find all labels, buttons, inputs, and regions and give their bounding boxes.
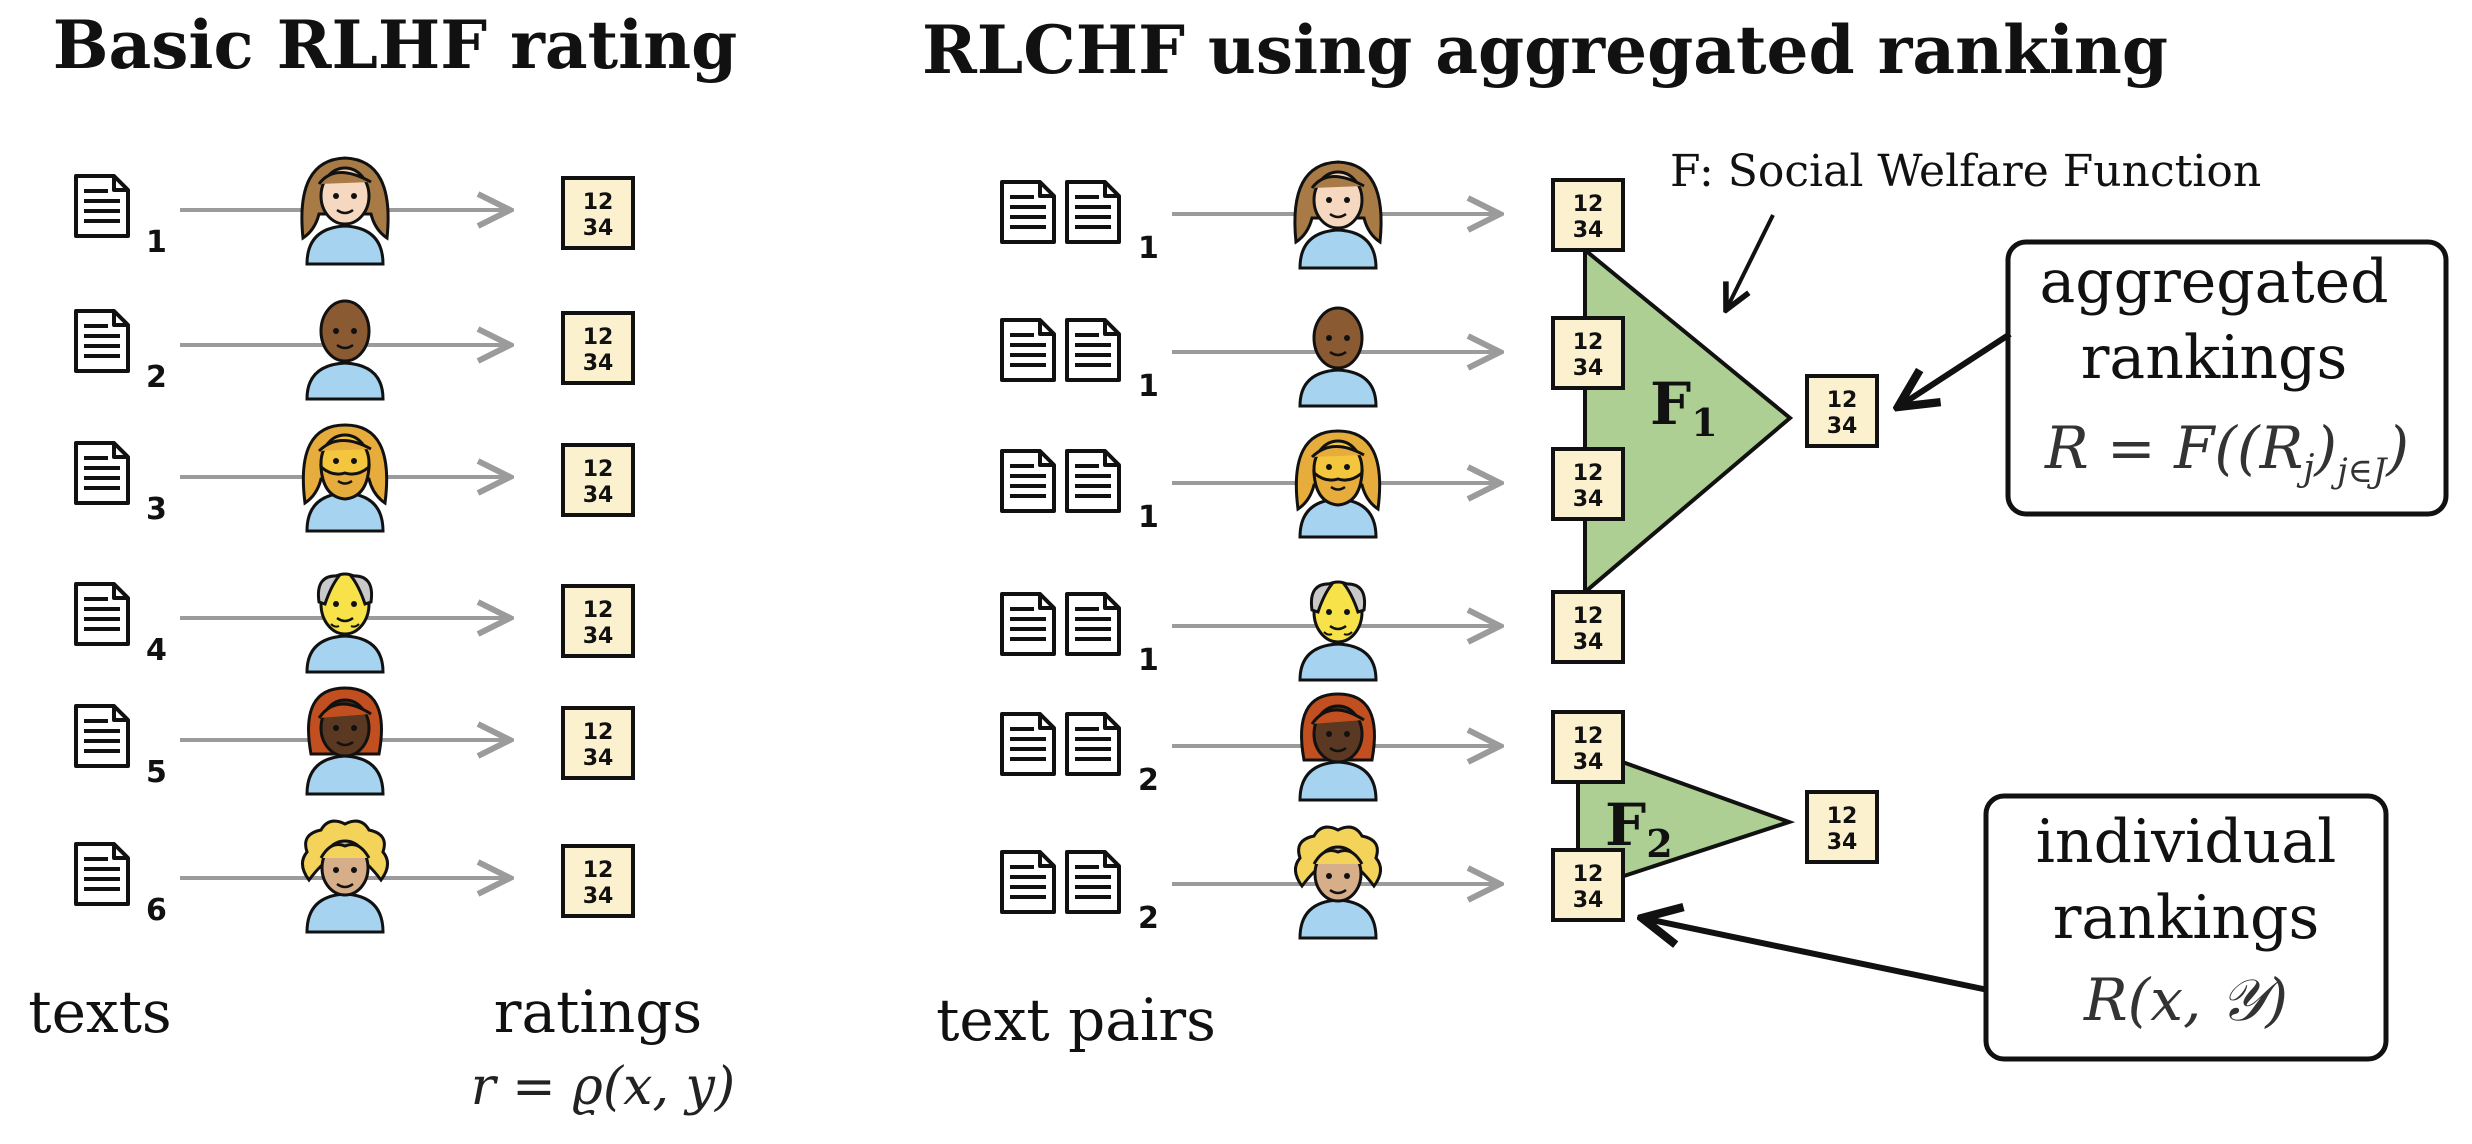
ranking-icon xyxy=(1551,710,1625,784)
person-icon xyxy=(305,686,385,796)
aggregated-rankings-box: aggregated rankings R = F((Rj)j∈J) xyxy=(2005,239,2449,517)
right-row: 2 xyxy=(1000,692,1625,802)
pair-index: 2 xyxy=(1138,901,1159,936)
right-title: RLCHF using aggregated ranking xyxy=(922,11,2168,89)
rating-icon xyxy=(561,584,635,658)
person-icon xyxy=(300,156,390,266)
individual-formula: R(x, 𝒴) xyxy=(2083,966,2288,1034)
text-index: 2 xyxy=(146,360,167,395)
aggregated-line1: aggregated xyxy=(2040,247,2389,317)
left-row: 1 xyxy=(74,156,635,266)
person-icon xyxy=(1298,580,1378,682)
pair-index: 1 xyxy=(1138,643,1159,678)
document-icon xyxy=(1065,850,1121,914)
document-icon xyxy=(1065,180,1121,244)
document-icon xyxy=(1000,318,1056,382)
text-pairs-caption: text pairs xyxy=(936,986,1216,1054)
function-pointer-arrow xyxy=(1726,214,1775,310)
document-icon xyxy=(1000,592,1056,656)
f1-triangle xyxy=(1583,245,1794,597)
f2-triangle xyxy=(1576,743,1796,894)
rating-icon xyxy=(561,176,635,250)
document-icon xyxy=(74,174,130,238)
aggregated-formula: R = F((Rj)j∈J) xyxy=(2044,414,2409,491)
left-row: 5 xyxy=(74,686,635,796)
pair-index: 2 xyxy=(1138,763,1159,798)
document-icon xyxy=(74,441,130,505)
f2-output-ranking xyxy=(1805,790,1879,864)
right-row: 1 xyxy=(1000,580,1625,682)
individual-line1: individual xyxy=(2036,807,2337,877)
ranking-icon xyxy=(1551,178,1625,252)
document-icon xyxy=(74,704,130,768)
person-icon xyxy=(305,299,385,401)
rating-icon xyxy=(561,311,635,385)
individual-rankings-box: individual rankings R(x, 𝒴) xyxy=(1983,793,2389,1062)
individual-pointer-arrow xyxy=(1642,918,1989,993)
person-icon xyxy=(1298,306,1378,408)
right-row: 1 xyxy=(1000,160,1625,270)
person-icon xyxy=(301,423,389,533)
aggregated-pointer-arrow xyxy=(1898,331,2012,407)
f2-label: F2 xyxy=(1605,791,1673,866)
ratings-formula: r = ϱ(x, y) xyxy=(471,1057,735,1117)
document-icon xyxy=(1000,712,1056,776)
right-row: 1 xyxy=(1000,306,1625,408)
document-icon xyxy=(74,842,130,906)
right-row: 1 xyxy=(1000,429,1625,539)
document-icon xyxy=(74,309,130,373)
text-index: 3 xyxy=(146,492,167,527)
right-row: 2 xyxy=(1000,825,1625,940)
document-icon xyxy=(1065,592,1121,656)
document-icon xyxy=(1000,180,1056,244)
ratings-caption: ratings xyxy=(494,978,702,1046)
person-icon xyxy=(305,572,385,674)
ranking-icon xyxy=(1551,590,1625,664)
person-icon xyxy=(1298,692,1378,802)
individual-line2: rankings xyxy=(2053,883,2319,953)
left-row: 2 xyxy=(74,299,635,401)
left-title: Basic RLHF rating xyxy=(53,6,738,84)
pair-index: 1 xyxy=(1138,500,1159,535)
document-icon xyxy=(74,582,130,646)
ranking-icon xyxy=(1551,316,1625,390)
person-icon xyxy=(1294,429,1382,539)
document-icon xyxy=(1065,449,1121,513)
document-icon xyxy=(1065,318,1121,382)
ranking-icon xyxy=(1551,447,1625,521)
rating-icon xyxy=(561,443,635,517)
f1-label: F1 xyxy=(1650,370,1718,445)
left-row: 6 xyxy=(74,819,635,934)
document-icon xyxy=(1065,712,1121,776)
text-index: 4 xyxy=(146,633,167,668)
aggregated-line2: rankings xyxy=(2081,323,2347,393)
text-index: 5 xyxy=(146,755,167,790)
rating-icon xyxy=(561,706,635,780)
left-row: 3 xyxy=(74,423,635,533)
document-icon xyxy=(1000,449,1056,513)
texts-caption: texts xyxy=(28,978,171,1046)
f1-output-ranking xyxy=(1805,374,1879,448)
text-index: 1 xyxy=(146,225,167,260)
pair-index: 1 xyxy=(1138,369,1159,404)
left-row: 4 xyxy=(74,572,635,674)
social-welfare-function-label: F: Social Welfare Function xyxy=(1670,146,2261,197)
rating-icon xyxy=(561,844,635,918)
text-index: 6 xyxy=(146,893,167,928)
person-icon xyxy=(1293,160,1383,270)
ranking-icon xyxy=(1551,848,1625,922)
pair-index: 1 xyxy=(1138,231,1159,266)
document-icon xyxy=(1000,850,1056,914)
